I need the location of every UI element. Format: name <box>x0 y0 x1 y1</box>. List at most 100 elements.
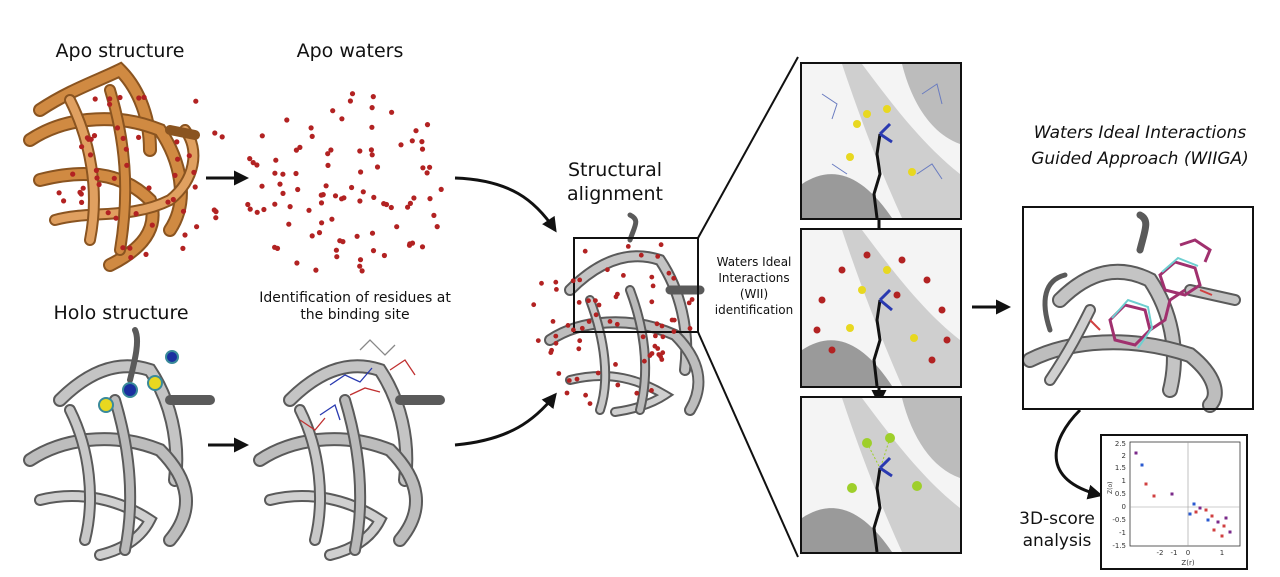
holo-protein-ribbon <box>23 327 215 561</box>
holo-structure-label: Holo structure <box>53 302 189 324</box>
water-dot <box>686 300 692 306</box>
scatter-point <box>1228 530 1232 534</box>
water-dot <box>70 171 76 177</box>
water-dot <box>669 317 675 323</box>
water-dot <box>413 128 419 134</box>
water-dot <box>660 350 666 356</box>
arrow-waters-to-alignment <box>454 176 557 233</box>
scatter-point <box>1216 520 1220 524</box>
water-dot <box>434 224 440 230</box>
y-tick-6: 0 <box>1122 503 1126 511</box>
scatter-point <box>1188 512 1192 516</box>
wiiga-panel <box>1022 206 1254 410</box>
scatter-point <box>1134 451 1138 455</box>
water-dot <box>333 247 339 253</box>
water-dot <box>621 273 626 278</box>
water-dot <box>78 191 84 197</box>
water-dot <box>405 204 411 210</box>
flow-arrows <box>206 170 1103 500</box>
wii-panel-2 <box>800 228 962 388</box>
scatter-point <box>1204 508 1208 512</box>
water-dot <box>191 169 197 175</box>
water-dot <box>586 298 591 304</box>
wiiga-protein-ribbon <box>1022 211 1241 413</box>
water-dot <box>389 109 395 115</box>
zoom-lines <box>697 56 799 558</box>
water-dot <box>136 134 142 140</box>
water-dot <box>357 257 364 263</box>
water-dot <box>56 190 62 196</box>
water-dot <box>358 169 364 175</box>
water-dot <box>120 245 126 251</box>
water-dot <box>660 334 666 340</box>
scatter-point <box>1192 502 1196 506</box>
y-tick-9: -1.5 <box>1112 542 1126 550</box>
water-dot <box>194 224 200 230</box>
water-dot <box>388 204 394 211</box>
water-dot <box>671 329 677 334</box>
water-dot <box>649 274 655 280</box>
water-dot <box>655 346 661 351</box>
y-tick-7: -0.5 <box>1112 516 1126 524</box>
water-dot <box>381 252 387 259</box>
arrow-identification-to-alignment <box>454 392 557 447</box>
water-dot <box>117 94 123 101</box>
water-dot <box>671 275 677 281</box>
scatter-point <box>1198 506 1202 510</box>
water-dot <box>571 327 576 333</box>
scatter-point <box>1222 524 1226 528</box>
water-dot <box>653 333 658 339</box>
alignment-protein-ribbon <box>544 212 705 417</box>
water-dot <box>213 209 219 215</box>
score-plot-panel: 2.5 2 1.5 1 0.5 0 -0.5 -1 -1.5 -2 -1 0 1… <box>1100 434 1248 570</box>
water-dot <box>535 338 541 343</box>
water-dot <box>143 251 149 257</box>
water-dot <box>165 199 171 205</box>
scatter-point <box>1144 482 1148 486</box>
x-axis-label: Z(r) <box>1181 559 1194 567</box>
water-dot <box>120 135 126 141</box>
water-dot <box>245 201 251 208</box>
water-dot <box>593 298 598 303</box>
water-dot <box>182 232 188 238</box>
water-dot <box>107 96 113 102</box>
water-dot <box>332 193 339 199</box>
water-dot <box>548 350 554 355</box>
water-dot <box>419 146 426 152</box>
water-dot <box>79 199 85 205</box>
water-dot <box>105 210 111 216</box>
water-dot <box>369 124 375 130</box>
water-dot <box>539 280 544 286</box>
wii-label: Waters Ideal Interactions (WII) identifi… <box>714 255 794 317</box>
water-dot <box>193 98 199 104</box>
water-dot <box>286 221 292 227</box>
water-dot <box>550 319 556 324</box>
water-dot <box>136 95 142 101</box>
water-dot <box>577 338 583 344</box>
water-dot <box>553 333 559 339</box>
water-dot <box>371 194 377 200</box>
water-dot <box>80 185 86 191</box>
water-dot <box>596 302 602 308</box>
water-dot <box>180 208 187 214</box>
water-dot <box>213 215 219 221</box>
water-dot <box>357 198 363 204</box>
y-tick-8: -1 <box>1119 529 1126 537</box>
water-dot <box>349 91 356 97</box>
y-tick-1: 2.5 <box>1115 440 1126 448</box>
water-dot <box>61 198 67 204</box>
wii-panel-1 <box>800 62 962 220</box>
water-dot <box>369 105 375 111</box>
water-dot <box>127 245 133 251</box>
score-analysis-label: 3D-score analysis <box>1019 509 1095 551</box>
water-dot <box>141 94 147 100</box>
scatter-point <box>1152 494 1156 498</box>
water-dot <box>570 278 576 284</box>
water-dot <box>370 94 376 100</box>
water-dot <box>634 390 640 396</box>
water-dot <box>347 98 353 104</box>
water-dot <box>607 319 613 324</box>
water-dot <box>658 354 663 359</box>
